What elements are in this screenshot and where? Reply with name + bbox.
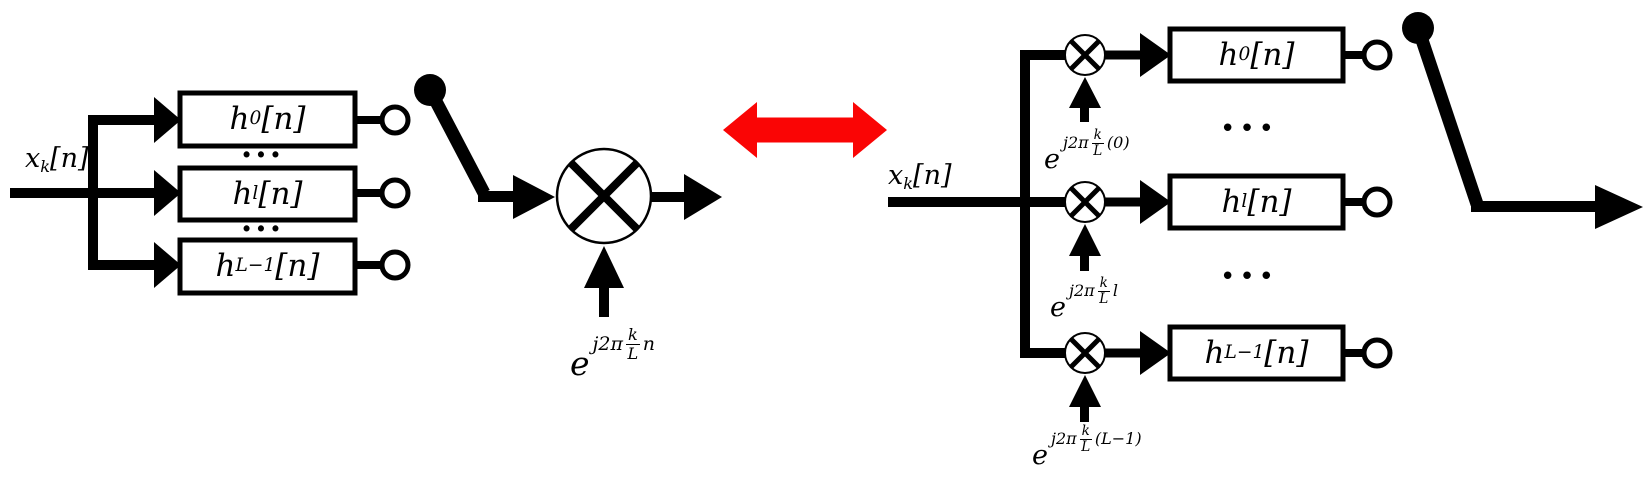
right-input-label: xk[n]: [888, 160, 952, 193]
arrowhead-icon: [154, 97, 181, 143]
right-branch-line: [1105, 50, 1143, 60]
right-filter-box-h0: [1167, 26, 1346, 84]
left-ellipsis-bottom: •••: [240, 217, 284, 242]
arrowhead-icon: [154, 242, 181, 288]
left-commutator-arm-foot: [478, 191, 516, 202]
right-branch-line-bottom: [1020, 348, 1065, 358]
arrowhead-icon: [1069, 224, 1101, 256]
left-branch-line-top: [88, 115, 155, 125]
right-filter-box-hl: [1167, 173, 1346, 231]
left-modulator-stem: [599, 287, 609, 317]
right-ellipsis-bottom: •••: [1219, 262, 1279, 292]
multiplier-x-stroke: [1069, 39, 1101, 71]
left-branch-line-mid: [88, 188, 155, 198]
right-branch-line: [1105, 197, 1143, 207]
right-modulator-stem: [1080, 107, 1089, 122]
right-ellipsis-top: •••: [1219, 114, 1279, 144]
fraction: k L: [1091, 127, 1104, 159]
left-ellipsis-top: •••: [240, 143, 284, 168]
left-output-stub: [355, 261, 381, 269]
right-commutator-arm: [1411, 25, 1484, 207]
right-output-stub: [1343, 51, 1364, 59]
right-branch-line-top: [1020, 50, 1065, 60]
arrowhead-icon: [1140, 180, 1171, 224]
arrowhead-icon: [154, 170, 181, 216]
arrowhead-icon: [584, 246, 624, 288]
right-modulator-label-l: e j2π k L l: [1050, 275, 1119, 323]
right-output-terminal: [1361, 337, 1393, 369]
right-diagram: [888, 12, 1643, 422]
fraction: k L: [1079, 423, 1092, 455]
arrowhead-icon: [1069, 375, 1101, 407]
left-output-terminal: [379, 249, 411, 281]
right-output-line: [1471, 201, 1598, 212]
left-input-label: xk[n]: [25, 143, 89, 176]
left-filter-box-h0: [177, 90, 358, 149]
right-modulator-stem: [1080, 255, 1089, 271]
right-modulator-label-L1: e j2π k L (L−1): [1032, 423, 1142, 471]
left-branch-line-bottom: [88, 260, 155, 270]
right-modulator-label-0: e j2π k L (0): [1044, 127, 1130, 175]
multiplier-x-stroke: [1069, 186, 1101, 218]
arrowhead-icon: [513, 175, 555, 219]
left-input-line: [10, 188, 98, 198]
left-output-stub: [355, 189, 381, 197]
multiplier-x-stroke: [1069, 337, 1101, 369]
right-output-terminal: [1361, 39, 1393, 71]
right-branch-line: [1105, 348, 1143, 358]
left-commutator-arm: [424, 86, 490, 197]
right-output-stub: [1343, 198, 1364, 206]
right-branch-trunk: [1020, 50, 1030, 358]
left-output-line: [650, 192, 688, 202]
right-filter-box-hL1: [1167, 324, 1346, 382]
left-diagram: [10, 74, 722, 317]
arrowhead-icon: [1069, 77, 1101, 108]
right-output-stub: [1343, 349, 1364, 357]
left-filter-box-hL1: [177, 237, 358, 296]
left-output-terminal: [379, 104, 411, 136]
left-output-stub: [355, 116, 381, 124]
right-input-line: [888, 197, 1065, 207]
arrowhead-icon: [684, 174, 722, 220]
right-output-terminal: [1361, 186, 1393, 218]
left-modulator-label: e j2π k L n: [570, 325, 656, 384]
arrowhead-icon: [1140, 33, 1171, 77]
arrowhead-icon: [1140, 331, 1171, 375]
fraction: k L: [626, 325, 640, 363]
multiplier-x-stroke: [568, 160, 640, 232]
equivalence-double-arrow: [723, 102, 887, 158]
arrowhead-icon: [1595, 185, 1643, 229]
right-modulator-stem: [1080, 406, 1089, 422]
left-output-terminal: [379, 177, 411, 209]
fraction: k L: [1097, 275, 1110, 307]
